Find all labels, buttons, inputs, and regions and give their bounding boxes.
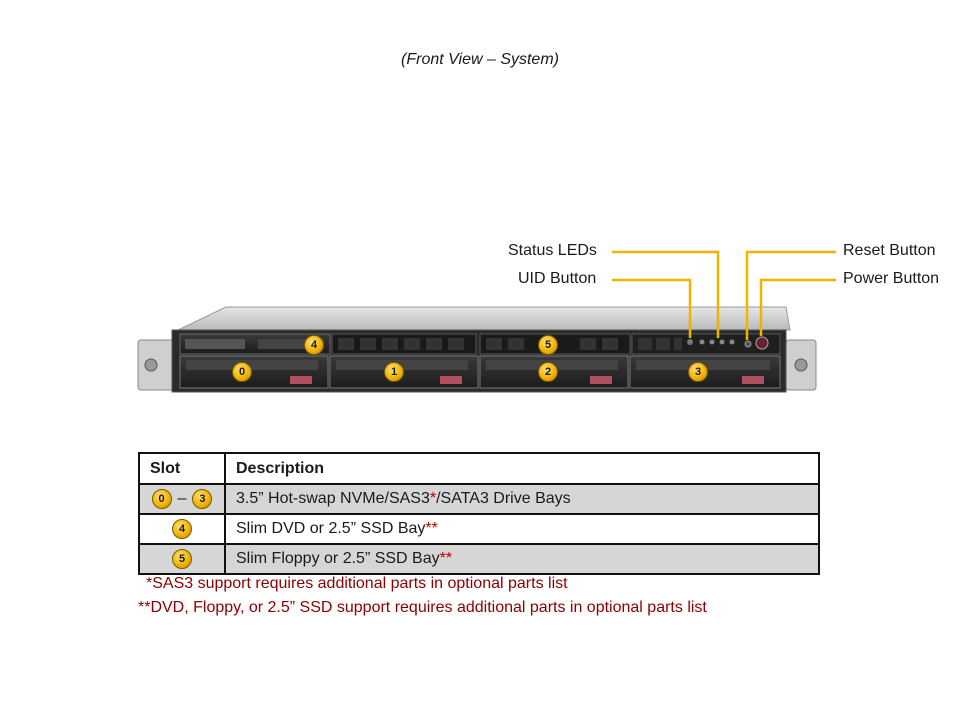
power-button-label: Power Button xyxy=(843,270,940,287)
description-header: Description xyxy=(224,452,820,485)
table-row: 0–3 3.5” Hot-swap NVMe/SAS3*/SATA3 Drive… xyxy=(138,483,820,515)
description-cell: 3.5” Hot-swap NVMe/SAS3*/SATA3 Drive Bay… xyxy=(224,483,820,515)
right-rack-ear xyxy=(785,339,817,391)
footnote-sas3: *SAS3 support requires additional parts … xyxy=(146,575,568,592)
power-button-icon xyxy=(755,336,769,350)
table-row: 5 Slim Floppy or 2.5” SSD Bay** xyxy=(138,543,820,575)
figure-caption: (Front View – System) xyxy=(401,51,559,68)
uid-button-icon xyxy=(687,339,693,345)
footnote-mark: * xyxy=(429,490,437,507)
slim-bay-4 xyxy=(179,333,331,355)
vent-grill-top xyxy=(331,333,477,355)
control-panel xyxy=(631,333,781,355)
description-text: Slim Floppy or 2.5” SSD Bay xyxy=(236,550,440,567)
server-front-diagram xyxy=(137,250,836,393)
status-led-icon xyxy=(719,339,725,345)
slot-range-dash: – xyxy=(177,490,187,507)
slot-badge: 5 xyxy=(172,549,192,569)
bay-badge-4: 4 xyxy=(304,335,324,355)
slot-badge: 0 xyxy=(151,489,172,509)
power-button-leader xyxy=(759,278,836,336)
slot-cell: 5 xyxy=(138,543,226,575)
description-cell: Slim DVD or 2.5” SSD Bay** xyxy=(224,513,820,545)
slot-header: Slot xyxy=(138,452,226,485)
uid-button-label: UID Button xyxy=(518,270,597,287)
uid-button-leader xyxy=(612,278,692,338)
footnote-mark: ** xyxy=(439,550,453,567)
bay-badge-2: 2 xyxy=(538,362,558,382)
bay-badge-5: 5 xyxy=(538,335,558,355)
table-header-row: Slot Description xyxy=(138,452,820,485)
footnote-mark: ** xyxy=(425,520,438,537)
reset-button-label: Reset Button xyxy=(843,242,936,259)
bay-badge-0: 0 xyxy=(232,362,252,382)
description-text-tail: /SATA3 Drive Bays xyxy=(436,490,571,507)
slot-cell: 0–3 xyxy=(138,483,226,515)
description-cell: Slim Floppy or 2.5” SSD Bay** xyxy=(224,543,820,575)
slot-badge: 4 xyxy=(172,519,192,539)
slot-cell: 4 xyxy=(138,513,226,545)
chassis-top xyxy=(177,306,791,331)
drive-bay-0 xyxy=(179,355,329,389)
reset-button-icon xyxy=(744,340,752,348)
slot-badge: 3 xyxy=(192,489,213,509)
status-leds-label: Status LEDs xyxy=(508,242,597,259)
slot-description-table: Slot Description 0–3 3.5” Hot-swap NVMe/… xyxy=(138,452,820,575)
drive-bay-1 xyxy=(329,355,479,389)
description-text: Slim DVD or 2.5” SSD Bay xyxy=(236,520,426,537)
reset-button-leader xyxy=(745,250,836,340)
description-text: 3.5” Hot-swap NVMe/SAS3 xyxy=(236,490,430,507)
footnote-dvd-floppy-ssd: **DVD, Floppy, or 2.5” SSD support requi… xyxy=(138,599,707,616)
status-leds-leader xyxy=(612,250,720,338)
left-rack-ear xyxy=(137,339,175,391)
bay-badge-1: 1 xyxy=(384,362,404,382)
bay-badge-3: 3 xyxy=(688,362,708,382)
table-row: 4 Slim DVD or 2.5” SSD Bay** xyxy=(138,513,820,545)
